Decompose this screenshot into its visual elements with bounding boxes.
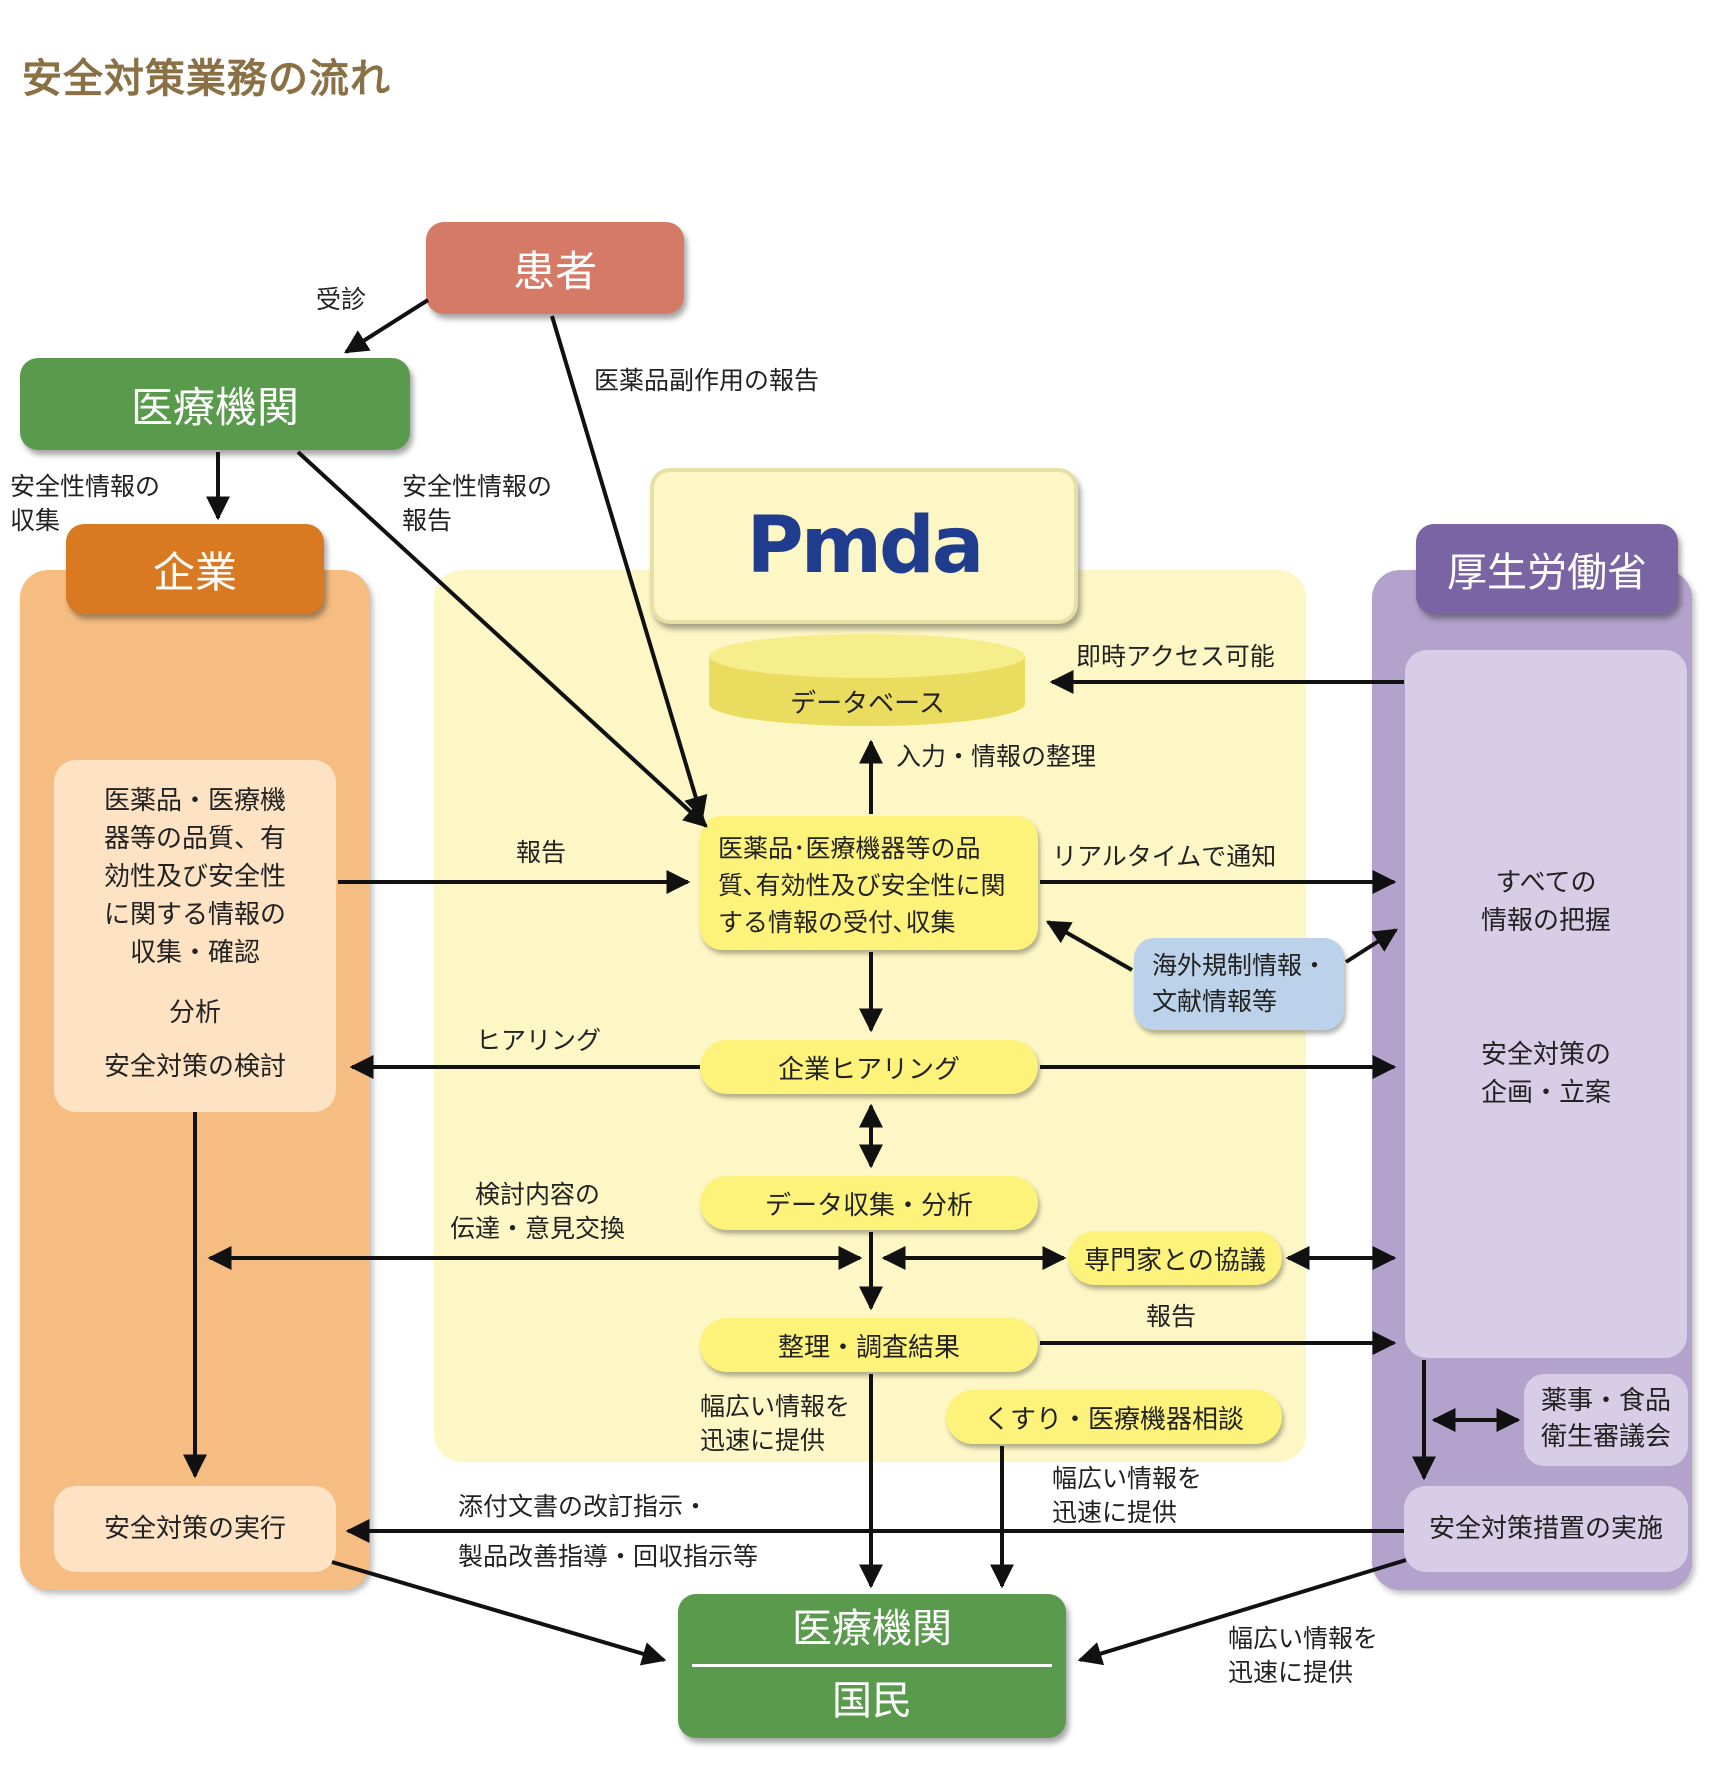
label-revision: 添付文書の改訂指示・ <box>458 1492 709 1521</box>
company-box: 企業 <box>66 524 324 614</box>
mhlw-box: 厚生労働省 <box>1416 524 1678 614</box>
mhlw-plan-text: 安全対策の 企画・立案 <box>1405 1036 1687 1112</box>
data-collect-label: データ収集・分析 <box>764 1190 973 1221</box>
label-exchange-line-1: 検討内容の <box>475 1180 601 1209</box>
company-hearing-label: 企業ヒアリング <box>777 1054 960 1085</box>
patient-box: 患者 <box>426 222 684 314</box>
company-analysis: 分析 <box>168 998 221 1028</box>
data-collect-box: データ収集・分析 <box>700 1176 1038 1230</box>
foreign-info-box: 海外規制情報・ 文献情報等 <box>1134 938 1344 1030</box>
info-receipt-line-3: する情報の受付､収集 <box>718 908 956 937</box>
label-instant-access: 即時アクセス可能 <box>1076 642 1275 671</box>
arrow-foreign-receipt <box>1045 920 1133 972</box>
label-report-safety-line-1: 安全性情報の <box>402 472 553 501</box>
arrow-foreign-mhlw <box>1344 928 1399 964</box>
page-title: 安全対策業務の流れ <box>22 56 391 102</box>
council-line-2: 衛生審議会 <box>1540 1422 1671 1452</box>
experts-box: 専門家との協議 <box>1068 1231 1282 1285</box>
label-report-2: 報告 <box>1146 1302 1197 1331</box>
company-execution-box: 安全対策の実行 <box>54 1486 336 1572</box>
pmda-logo: Pmda <box>746 501 985 591</box>
bottom-medical-public-box: 医療機関 国民 <box>678 1594 1066 1738</box>
council-line-1: 薬事・食品 <box>1540 1386 1671 1416</box>
company-info-line-3: 効性及び安全性 <box>103 862 286 892</box>
bottom-medical-label: 医療機関 <box>792 1606 952 1652</box>
label-report: 報告 <box>516 838 567 867</box>
label-jushin: 受診 <box>316 285 367 314</box>
label-provide-2-line-2: 迅速に提供 <box>1052 1498 1178 1527</box>
label-provide-2: 幅広い情報を 迅速に提供 <box>1052 1462 1202 1530</box>
results-label: 整理・調査結果 <box>777 1332 960 1363</box>
company-hearing-box: 企業ヒアリング <box>700 1040 1038 1094</box>
database-label: データベース <box>790 689 945 719</box>
label-exchange: 検討内容の 伝達・意見交換 <box>450 1178 625 1246</box>
medical-institution-label: 医療機関 <box>130 382 299 432</box>
consultation-box: くすり・医療機器相談 <box>946 1390 1282 1444</box>
pmda-logo-box: Pmda <box>650 468 1078 624</box>
label-input: 入力・情報の整理 <box>896 742 1097 771</box>
label-report-safety-line-2: 報告 <box>402 506 453 535</box>
arrow-mhlw-impl-public <box>1077 1558 1407 1666</box>
label-provide-3-line-2: 迅速に提供 <box>1228 1658 1354 1687</box>
mhlw-plan-line-2: 企画・立案 <box>1480 1078 1611 1108</box>
label-side-effect: 医薬品副作用の報告 <box>594 366 820 395</box>
label-improve: 製品改善指導・回収指示等 <box>458 1542 759 1571</box>
mhlw-grasp-line-1: すべての <box>1495 868 1597 898</box>
bottom-divider <box>692 1664 1052 1667</box>
council-box: 薬事・食品 衛生審議会 <box>1524 1374 1688 1466</box>
company-review: 安全対策の検討 <box>103 1052 286 1082</box>
label-report-safety: 安全性情報の 報告 <box>402 470 552 538</box>
mhlw-implementation-label: 安全対策措置の実施 <box>1428 1514 1663 1544</box>
company-execution-label: 安全対策の実行 <box>103 1514 286 1544</box>
foreign-info-line-2: 文献情報等 <box>1152 987 1278 1016</box>
consultation-label: くすり・医療機器相談 <box>983 1404 1244 1435</box>
label-provide-2-line-1: 幅広い情報を <box>1052 1464 1203 1493</box>
label-hearing: ヒアリング <box>476 1026 602 1055</box>
company-info-line-2: 器等の品質、有 <box>103 824 286 854</box>
label-collect: 安全性情報の 収集 <box>10 470 160 538</box>
arrow-patient-receipt <box>550 315 708 821</box>
database-cylinder <box>709 634 1025 726</box>
mhlw-implementation-box: 安全対策措置の実施 <box>1404 1486 1688 1572</box>
mhlw-grasp-line-2: 情報の把握 <box>1480 906 1611 936</box>
label-provide-1-line-2: 迅速に提供 <box>700 1426 826 1455</box>
arrow-medical-receipt <box>296 450 708 828</box>
mhlw-label: 厚生労働省 <box>1447 550 1647 596</box>
mhlw-inner-panel <box>1405 650 1687 1358</box>
foreign-info-line-1: 海外規制情報・ <box>1152 951 1328 980</box>
info-receipt-box: 医薬品･医療機器等の品 質､有効性及び安全性に関 する情報の受付､収集 <box>700 816 1038 950</box>
results-box: 整理・調査結果 <box>700 1318 1038 1372</box>
company-info-box: 医薬品・医療機 器等の品質、有 効性及び安全性 に関する情報の 収集・確認 分析… <box>54 760 336 1112</box>
label-realtime: リアルタイムで通知 <box>1052 842 1277 871</box>
label-exchange-line-2: 伝達・意見交換 <box>450 1214 626 1243</box>
label-provide-3: 幅広い情報を 迅速に提供 <box>1228 1622 1378 1690</box>
info-receipt-line-1: 医薬品･医療機器等の品 <box>718 834 981 863</box>
company-label: 企業 <box>152 547 237 597</box>
experts-label: 専門家との協議 <box>1084 1245 1266 1276</box>
medical-institution-box: 医療機関 <box>20 358 410 450</box>
label-provide-1-line-1: 幅広い情報を <box>700 1392 851 1421</box>
mhlw-plan-line-1: 安全対策の <box>1480 1040 1611 1070</box>
info-receipt-line-2: 質､有効性及び安全性に関 <box>718 871 1006 900</box>
label-collect-line-1: 安全性情報の <box>10 472 161 501</box>
company-info-line-1: 医薬品・医療機 <box>103 786 286 816</box>
company-info-line-4: に関する情報の <box>103 900 286 930</box>
label-provide-1: 幅広い情報を 迅速に提供 <box>700 1390 850 1458</box>
arrow-company-exec-public <box>331 1560 667 1666</box>
patient-label: 患者 <box>512 246 597 296</box>
label-provide-3-line-1: 幅広い情報を <box>1228 1624 1379 1653</box>
bottom-public-label: 国民 <box>832 1678 912 1724</box>
company-info-line-5: 収集・確認 <box>129 938 260 968</box>
label-collect-line-2: 収集 <box>10 506 61 535</box>
arrow-patient-medical <box>343 298 430 354</box>
mhlw-grasp-text: すべての 情報の把握 <box>1405 864 1687 940</box>
